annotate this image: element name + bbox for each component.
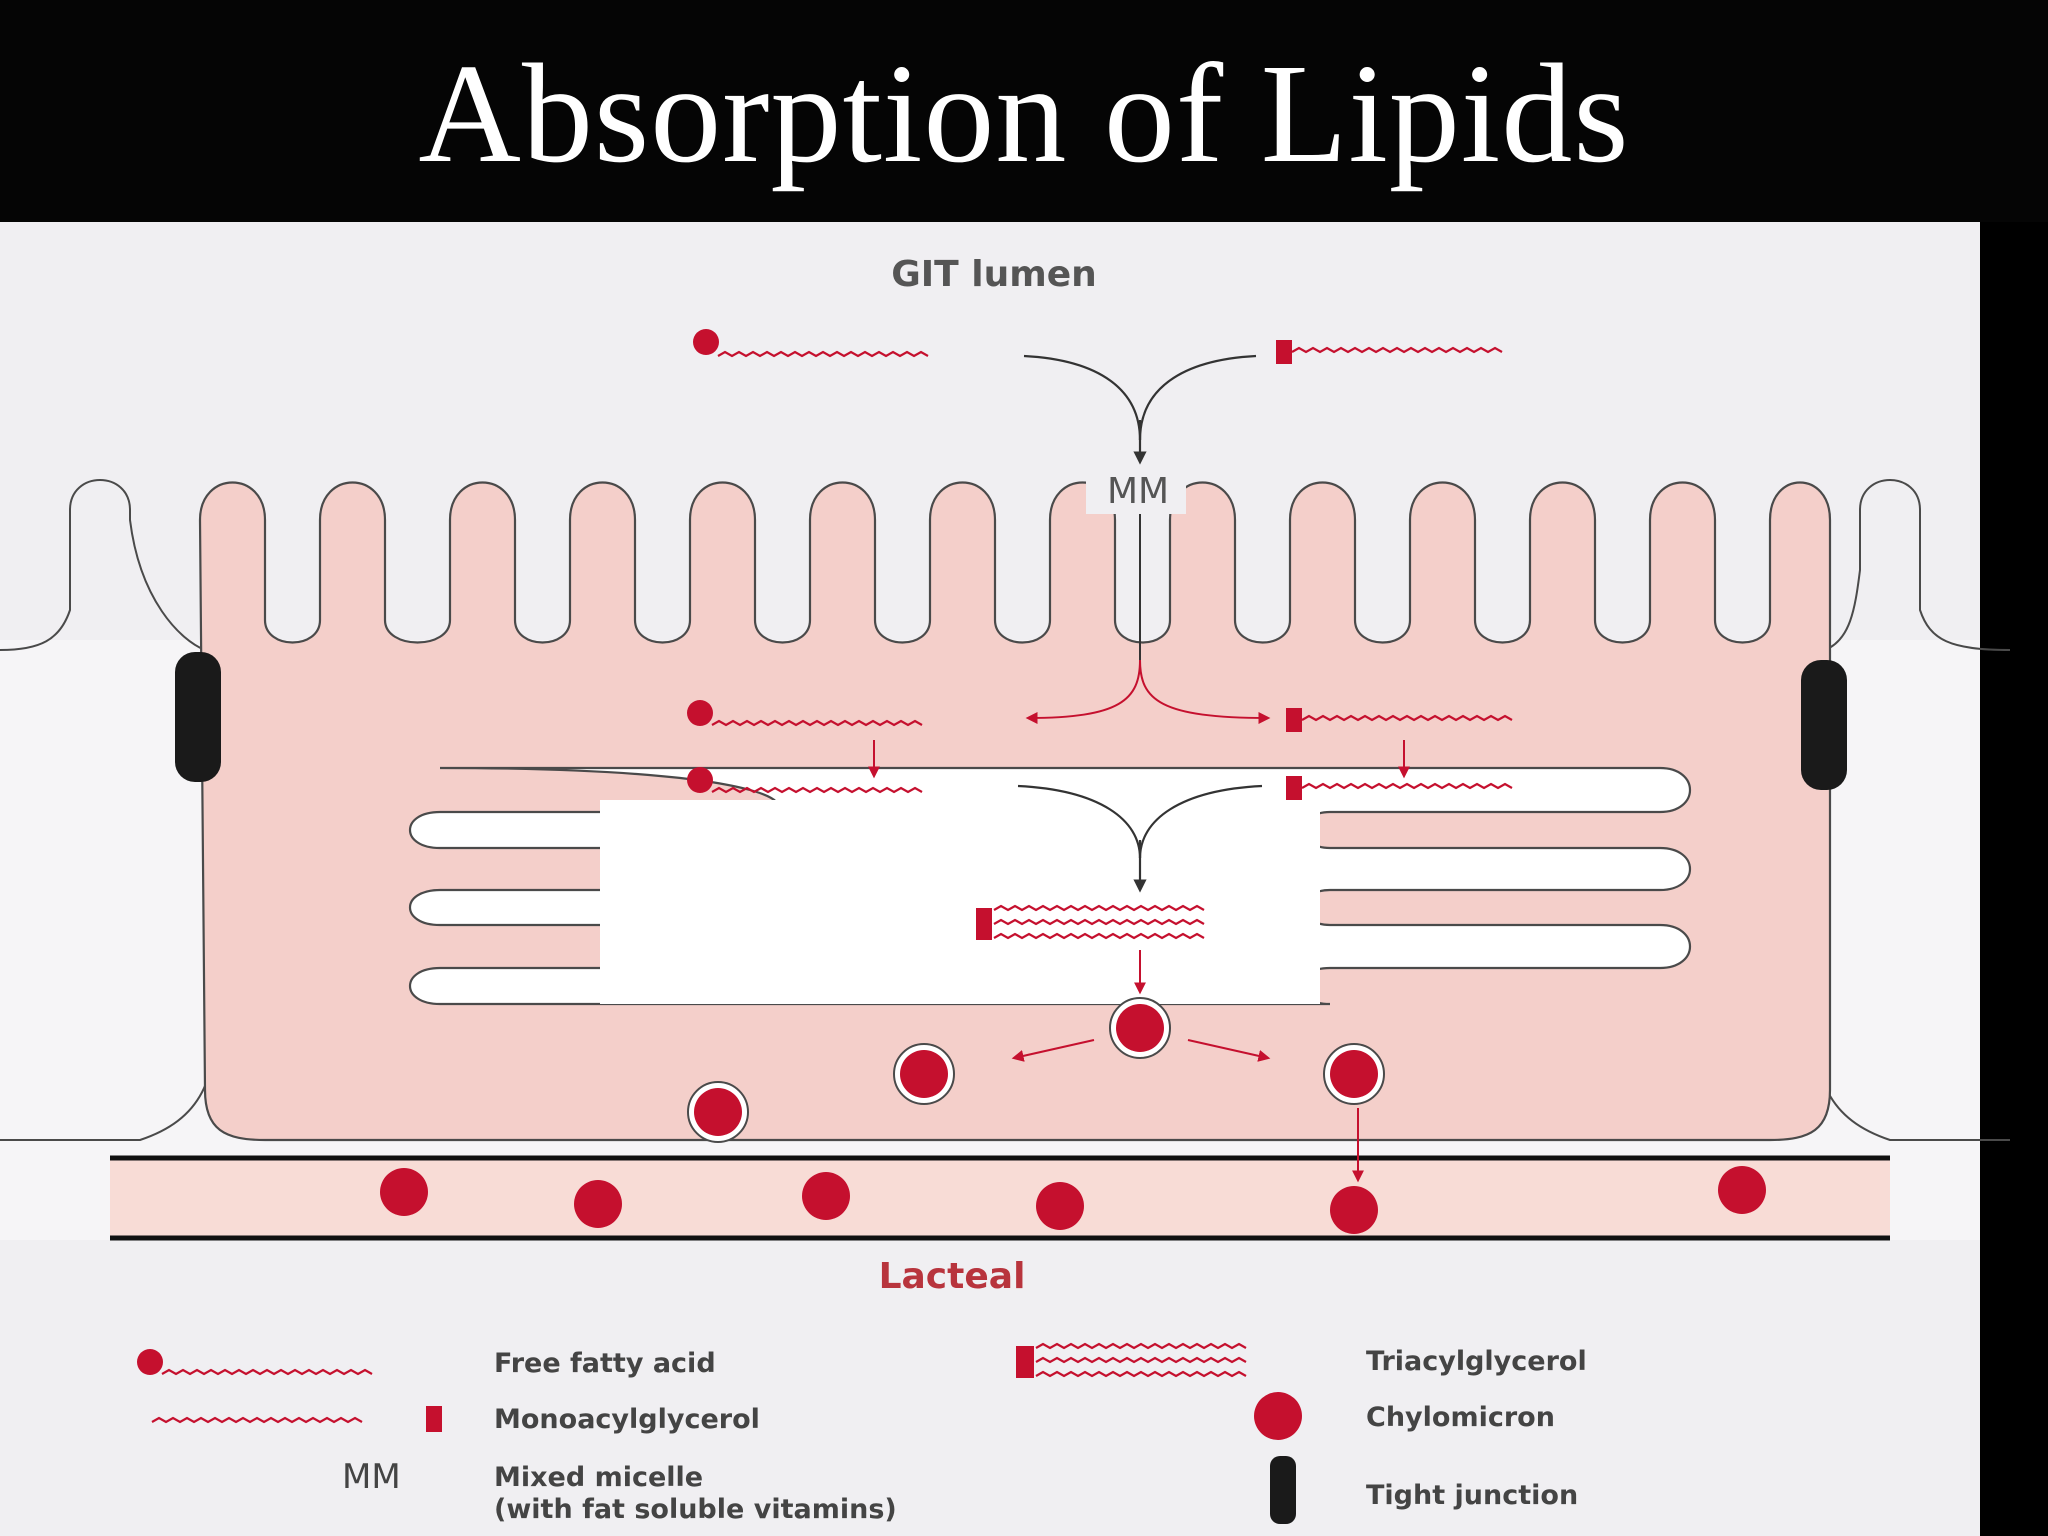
legend-mixed-micelle-note: (with fat soluble vitamins) [494, 1494, 897, 1525]
mm-label: MM [1107, 471, 1169, 512]
legend-mm-symbol: MM [342, 1457, 401, 1497]
legend: Free fatty acid Monoacylglycerol MM Mixe… [137, 1342, 1587, 1525]
legend-free-fatty-acid: Free fatty acid [494, 1348, 716, 1379]
tight-junction-right [1801, 660, 1847, 790]
legend-tight-junction: Tight junction [1366, 1480, 1578, 1511]
arrow-mag-release [1139, 659, 1271, 724]
lacteal-chylomicrons [380, 1166, 1766, 1234]
legend-monoacylglycerol-symbol [150, 1406, 442, 1432]
slide-title: Absorption of Lipids [418, 34, 1630, 192]
cell-monoacylglycerol [1286, 708, 1514, 732]
lacteal-vessel [110, 1158, 1890, 1238]
chylomicron-budding [1109, 997, 1171, 1059]
cell-free-fatty-acid [687, 700, 924, 727]
lumen-monoacylglycerol [1276, 340, 1504, 364]
arrow-mag-to-mm [1138, 354, 1257, 441]
lacteal-label: Lacteal [879, 1256, 1026, 1297]
chylomicron-vesicle-right [1323, 1043, 1385, 1105]
legend-monoacylglycerol: Monoacylglycerol [494, 1404, 760, 1435]
left-neighbour-cell [0, 479, 206, 651]
legend-free-fatty-acid-symbol [137, 1349, 374, 1376]
legend-chylomicron-symbol [1254, 1392, 1302, 1440]
chylomicron-exocytosis [687, 1081, 749, 1143]
legend-chylomicron: Chylomicron [1366, 1402, 1555, 1433]
er-monoacylglycerol [1286, 776, 1514, 800]
arrow-ffa-release [1025, 659, 1141, 724]
legend-triacylglycerol-symbol [1016, 1342, 1248, 1378]
legend-tight-junction-symbol [1270, 1456, 1296, 1524]
arrow-mag-to-tag [1138, 784, 1263, 859]
legend-mixed-micelle: Mixed micelle [494, 1462, 703, 1493]
er-free-fatty-acid [687, 767, 924, 794]
tight-junction-left [175, 652, 221, 782]
arrow-ffa-to-tag [1017, 784, 1142, 859]
lumen-free-fatty-acid [693, 329, 930, 358]
arrow-chylomicron-left [1011, 1039, 1095, 1062]
arrow-ffa-to-mm [1023, 354, 1142, 441]
lumen-label: GIT lumen [891, 254, 1097, 295]
arrow-chylomicron-right [1187, 1039, 1271, 1062]
legend-triacylglycerol: Triacylglycerol [1366, 1346, 1587, 1377]
chylomicron-vesicle-left [893, 1043, 955, 1105]
title-bar: Absorption of Lipids [0, 0, 2048, 222]
right-neighbour-cell [1824, 479, 2011, 651]
mm-label-bg [1086, 470, 1186, 514]
endoplasmic-reticulum [409, 766, 1692, 1006]
er-triacylglycerol [976, 904, 1206, 940]
